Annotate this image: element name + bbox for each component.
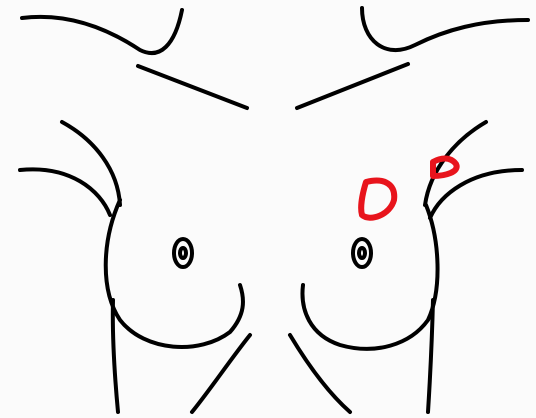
left-shoulder-line bbox=[362, 8, 528, 50]
right-nipple-center bbox=[180, 248, 186, 258]
lesion-marker-upper-outer bbox=[361, 181, 394, 218]
left-nipple bbox=[353, 239, 371, 267]
left-clavicle bbox=[297, 64, 408, 108]
right-arm-contour bbox=[20, 169, 110, 215]
marker-group bbox=[361, 159, 456, 218]
right-breast-outline bbox=[106, 200, 243, 347]
outline-group bbox=[20, 8, 528, 412]
right-nipple bbox=[174, 239, 192, 267]
right-axilla-curve bbox=[62, 122, 120, 205]
left-nipple-center bbox=[359, 248, 365, 258]
right-shoulder-line bbox=[22, 10, 182, 53]
right-clavicle bbox=[138, 66, 247, 108]
left-breast-outline bbox=[302, 205, 437, 349]
